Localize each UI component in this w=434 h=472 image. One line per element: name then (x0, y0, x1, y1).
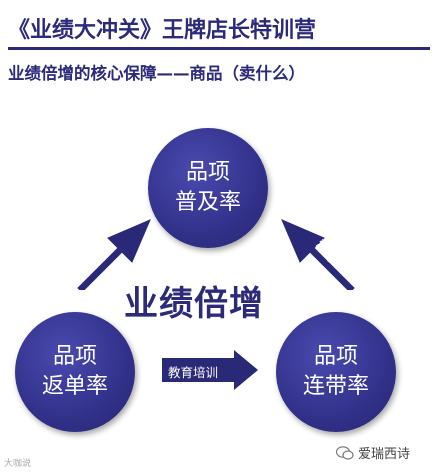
node-line1: 品项 (52, 344, 97, 369)
arrow-marketing: 营销 (272, 210, 362, 293)
title-divider (8, 47, 430, 50)
node-attach-rate: 品项 连带率 (276, 312, 396, 432)
arrow-training: 教育培训 (162, 350, 258, 390)
arrow-right-icon (162, 350, 258, 390)
account-name: 爱瑞西诗 (358, 447, 411, 462)
arrow-up-right-icon (77, 219, 151, 293)
node-line2: 返单率 (41, 374, 108, 399)
page-subtitle: 业绩倍增的核心保障——商品（卖什么） (8, 64, 305, 83)
arrow-service: 服务 (70, 210, 160, 293)
wechat-icon (336, 445, 354, 460)
node-repurchase-rate: 品项 返单率 (15, 312, 135, 432)
account-signature: 爱瑞西诗 (336, 443, 410, 462)
watermark-text: 大咖说 (4, 459, 32, 469)
page-title: 《业绩大冲关》王牌店长特训营 (8, 18, 317, 43)
arrow-up-left-icon (281, 219, 355, 293)
watermark-left: 大咖说 (4, 456, 31, 469)
node-line2: 连带率 (302, 374, 369, 399)
node-line1: 品项 (185, 160, 230, 185)
center-label: 业绩倍增 (124, 284, 264, 324)
arrow-label-training: 教育培训 (168, 365, 219, 380)
node-line1: 品项 (313, 344, 358, 369)
node-line2: 普及率 (174, 190, 241, 215)
node-popularity-rate: 品项 普及率 (148, 128, 268, 248)
